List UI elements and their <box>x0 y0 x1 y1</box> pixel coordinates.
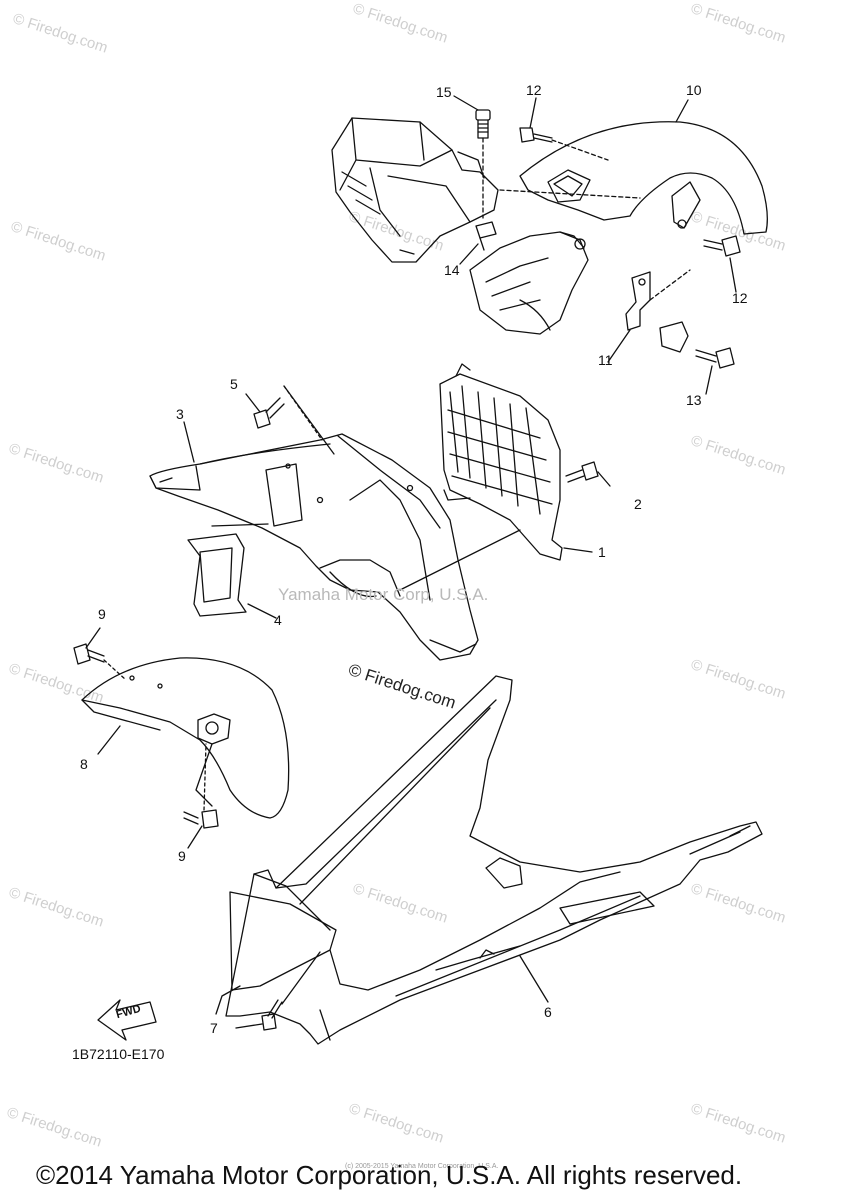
leader <box>563 547 593 553</box>
leader <box>529 97 537 129</box>
clip-nut-14 <box>475 221 497 251</box>
leader <box>597 471 611 487</box>
leader <box>183 421 195 463</box>
leader <box>607 329 631 363</box>
leader <box>453 95 479 111</box>
callout-14: 14 <box>444 262 460 278</box>
tiny-copyright: (c) 2005-2015 Yamaha Motor Corporation, … <box>345 1163 499 1170</box>
inner-panel-3 <box>149 433 479 661</box>
leader <box>247 603 277 619</box>
callout-9-bottom: 9 <box>178 848 186 864</box>
bolt-15 <box>475 109 491 219</box>
leader <box>245 393 261 413</box>
callout-15: 15 <box>436 84 452 100</box>
leader <box>675 99 689 123</box>
bolt-13 <box>695 347 735 369</box>
bolt-2 <box>565 461 599 483</box>
callout-2: 2 <box>634 496 642 512</box>
rear-frame-bracket <box>331 117 499 263</box>
callout-6: 6 <box>544 1004 552 1020</box>
leader <box>187 825 203 849</box>
fwd-arrow-icon <box>97 999 157 1041</box>
callout-1: 1 <box>598 544 606 560</box>
front-fender-8 <box>81 657 290 819</box>
leader <box>459 243 479 265</box>
rear-fender <box>519 121 768 235</box>
callout-10: 10 <box>686 82 702 98</box>
callout-11: 11 <box>598 352 613 368</box>
callout-4: 4 <box>274 612 282 628</box>
copyright-footer: ©2014 Yamaha Motor Corporation, U.S.A. A… <box>36 1160 743 1190</box>
callout-8: 8 <box>80 756 88 772</box>
leader <box>85 627 101 649</box>
leader <box>519 955 549 1003</box>
callout-9-top: 9 <box>98 606 106 622</box>
bolt-9-bottom <box>183 743 219 829</box>
center-watermark: Yamaha Motor Corp, U.S.A. <box>278 585 489 604</box>
leader <box>399 529 521 591</box>
callout-13: 13 <box>686 392 702 408</box>
fwd-text: FWD <box>114 1002 143 1022</box>
callout-3: 3 <box>176 406 184 422</box>
callout-7: 7 <box>210 1020 218 1036</box>
bolt-12-right <box>703 235 741 257</box>
fwd-label: FWD <box>104 1000 164 1034</box>
gasket-4 <box>187 523 269 617</box>
leader <box>729 257 737 293</box>
callout-5: 5 <box>230 376 238 392</box>
callout-12-top: 12 <box>526 82 542 98</box>
lower-cover-6 <box>215 675 763 1045</box>
bolt-7 <box>261 999 283 1031</box>
leader <box>281 951 321 1005</box>
callout-12-right: 12 <box>732 290 748 306</box>
bolt-5 <box>253 385 335 455</box>
leader <box>97 725 121 755</box>
bracket-11 <box>625 269 691 353</box>
bolt-12-top <box>519 127 609 161</box>
diagram-code: 1B72110-E170 <box>72 1046 165 1062</box>
rear-swingarm-area <box>469 231 589 335</box>
leader <box>235 1023 263 1029</box>
radiator-cover-grille-1 <box>439 363 563 561</box>
bolt-9-top <box>73 643 127 681</box>
leader-dash <box>499 189 641 199</box>
leader <box>705 365 713 395</box>
